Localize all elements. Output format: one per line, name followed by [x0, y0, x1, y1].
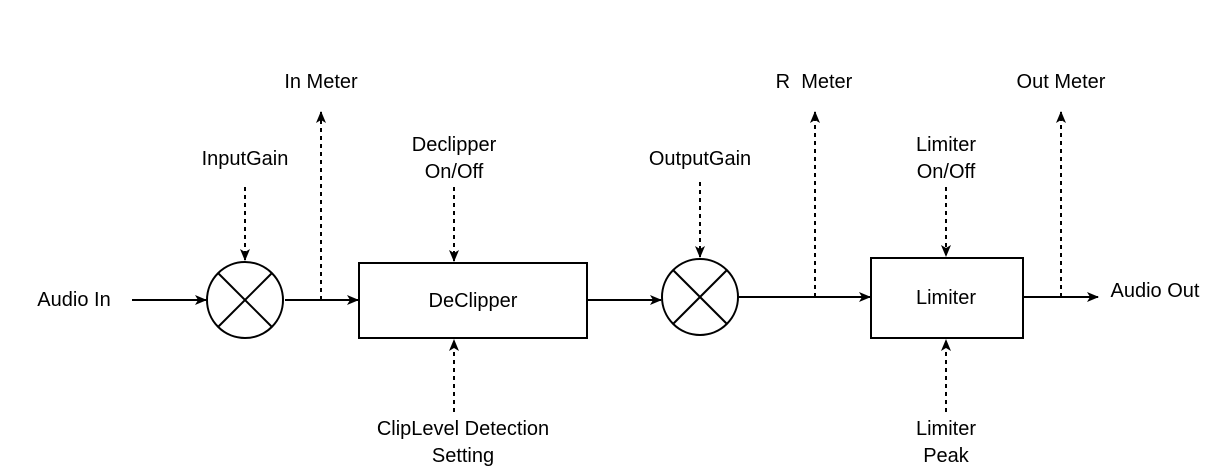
audio-in-label: Audio In	[37, 289, 110, 311]
limiter-onoff-label-line1: Limiter	[916, 134, 976, 156]
cliplevel-label-line1: ClipLevel Detection	[377, 418, 549, 440]
input-gain-multiplier	[206, 261, 284, 339]
in-meter-label: In Meter	[284, 71, 358, 93]
declipper-onoff-label-line1: Declipper	[412, 134, 497, 156]
limiter-peak-label-line1: Limiter	[916, 418, 976, 440]
output-gain-label: OutputGain	[649, 148, 751, 170]
declipper-onoff-label-line2: On/Off	[425, 161, 484, 183]
input-gain-label: InputGain	[202, 148, 289, 170]
declipper-label: DeClipper	[429, 290, 518, 312]
audio-out-label: Audio Out	[1111, 280, 1200, 302]
declipper-block	[358, 262, 588, 339]
r-meter-label: R Meter	[776, 71, 853, 93]
out-meter-label: Out Meter	[1017, 71, 1106, 93]
limiter-label: Limiter	[916, 287, 976, 309]
limiter-peak-label-line2: Peak	[923, 445, 970, 467]
limiter-onoff-label-line2: On/Off	[917, 161, 976, 183]
cliplevel-label-line2: Setting	[432, 445, 494, 467]
limiter-block	[870, 257, 1024, 339]
output-gain-multiplier	[661, 258, 739, 336]
